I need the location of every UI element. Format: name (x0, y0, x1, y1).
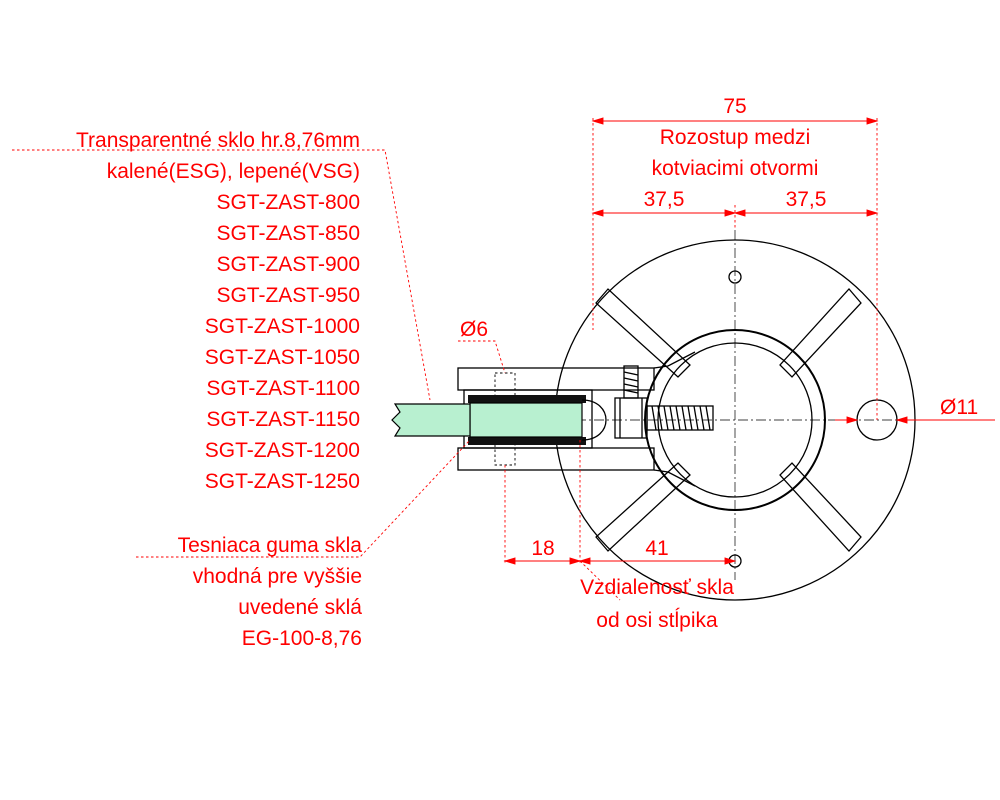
glass-model-item: SGT-ZAST-1150 (206, 408, 360, 431)
dimension-lines (12, 117, 995, 601)
gasket-label-line: Tesniaca guma skla (178, 534, 363, 557)
glass-model-item: SGT-ZAST-800 (216, 191, 360, 214)
dim-distance-title: Vzdialenosť skla (580, 576, 734, 599)
support-ribs (595, 288, 862, 552)
glass-model-item: SGT-ZAST-900 (216, 253, 360, 276)
dim-anchor-spacing-total: 75 (723, 95, 746, 118)
glass-model-item: SGT-ZAST-1100 (206, 377, 360, 400)
glass-label: Transparentné sklo hr.8,76mm kalené(ESG)… (76, 129, 360, 493)
dim-anchor-spacing-title: Rozostup medzi (660, 126, 811, 149)
dimension-labels: 75 Rozostup medzi kotviacimi otvormi 37,… (460, 95, 978, 632)
glass-label-line1: Transparentné sklo hr.8,76mm (76, 129, 360, 152)
glass-model-item: SGT-ZAST-1200 (205, 439, 360, 462)
dim-pin-diameter: Ø6 (460, 318, 488, 341)
base-plate (540, 230, 925, 601)
dim-anchor-spacing-title: kotviacimi otvormi (652, 157, 819, 180)
glass-panel (391, 403, 471, 437)
gasket-label: Tesniaca guma skla vhodná pre vyššie uve… (178, 534, 363, 650)
glass-model-item: SGT-ZAST-1050 (205, 346, 360, 369)
glass-label-line2: kalené(ESG), lepené(VSG) (107, 160, 360, 183)
glass-model-item: SGT-ZAST-1000 (205, 315, 360, 338)
dim-hole-diameter: Ø11 (940, 396, 978, 419)
glass-model-item: SGT-ZAST-850 (216, 222, 360, 245)
gasket-label-line: EG-100-8,76 (242, 627, 362, 650)
gasket-label-line: uvedené sklá (238, 596, 362, 619)
dim-axis-offset: 41 (645, 537, 668, 560)
gasket-label-line: vhodná pre vyššie (193, 565, 362, 588)
glass-clamp (457, 351, 714, 487)
glass-model-item: SGT-ZAST-1250 (205, 470, 360, 493)
dim-distance-title: od osi stĺpika (596, 608, 718, 632)
dim-glass-offset: 18 (531, 537, 554, 560)
post-tube (644, 329, 826, 511)
dim-half-left: 37,5 (644, 188, 685, 211)
glass-model-item: SGT-ZAST-950 (216, 284, 360, 307)
dim-half-right: 37,5 (786, 188, 827, 211)
